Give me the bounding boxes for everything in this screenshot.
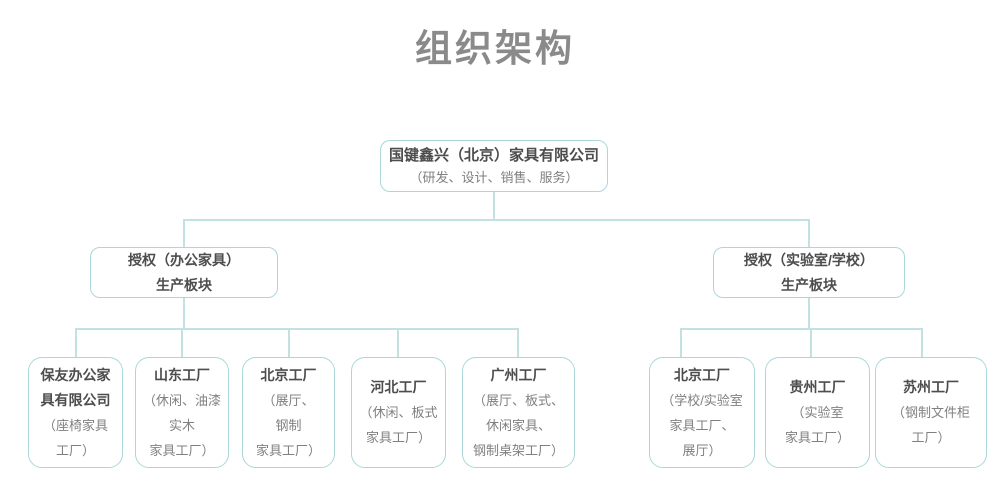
factory-name: 保友办公家 具有限公司 — [40, 366, 111, 408]
org-node-factory-beijing-lab: 北京工厂 （学校/实验室 家具工厂、 展厅） — [649, 357, 755, 468]
factory-name: 贵州工厂 — [789, 379, 846, 395]
connector-drop-factory-6 — [680, 328, 682, 359]
factory-detail: （座椅家具 工厂） — [42, 417, 108, 458]
factory-detail: （休闲、油漆 实木 家具工厂） — [142, 392, 221, 458]
factory-name: 广州工厂 — [490, 366, 547, 383]
connector-drop-factory-1 — [75, 328, 77, 359]
connector-left-group-down — [183, 298, 185, 330]
factory-detail: （展厅、板式、 休闲家具、 钢制桌架工厂） — [472, 392, 564, 458]
org-node-factory-suzhou: 苏州工厂 （钢制文件柜 工厂） — [875, 357, 987, 468]
connector-left-group-horizontal — [75, 328, 519, 330]
factory-name: 苏州工厂 — [903, 379, 959, 395]
org-node-division-office-furniture: 授权（办公家具） 生产板块 — [90, 247, 278, 298]
org-node-factory-baoyou: 保友办公家 具有限公司 （座椅家具 工厂） — [28, 357, 123, 468]
connector-right-group-horizontal — [680, 328, 923, 330]
factory-detail: （学校/实验室 家具工厂、 展厅） — [661, 392, 743, 458]
connector-drop-factory-7 — [810, 328, 812, 359]
factory-name: 北京工厂 — [674, 366, 730, 383]
connector-drop-factory-3 — [288, 328, 290, 359]
factory-detail: （钢制文件柜 工厂） — [891, 405, 970, 445]
connector-drop-factory-2 — [181, 328, 183, 359]
factory-name: 河北工厂 — [370, 379, 427, 395]
connector-right-group-down — [808, 298, 810, 330]
root-company-name: 国键鑫兴（北京）家具有限公司 — [388, 147, 599, 164]
org-node-root-company: 国键鑫兴（北京）家具有限公司 （研发、设计、销售、服务） — [380, 140, 608, 192]
division-label: 授权（办公家具） 生产板块 — [128, 251, 240, 293]
org-node-factory-hebei: 河北工厂 （休闲、板式 家具工厂） — [351, 357, 446, 468]
factory-detail: （实验室 家具工厂） — [784, 405, 850, 445]
factory-name: 山东工厂 — [154, 366, 210, 383]
connector-drop-factory-8 — [921, 328, 923, 359]
connector-division-left-down — [183, 219, 185, 249]
connector-root-down — [493, 192, 495, 221]
connector-level1-horizontal — [183, 219, 810, 221]
org-node-factory-guangzhou: 广州工厂 （展厅、板式、 休闲家具、 钢制桌架工厂） — [462, 357, 575, 468]
factory-detail: （展厅、 钢制 家具工厂） — [255, 392, 321, 458]
connector-drop-factory-4 — [397, 328, 399, 359]
division-label: 授权（实验室/学校） 生产板块 — [744, 251, 874, 293]
org-node-division-lab-school: 授权（实验室/学校） 生产板块 — [713, 247, 905, 298]
root-company-scope: （研发、设计、销售、服务） — [409, 170, 579, 185]
org-node-factory-guizhou: 贵州工厂 （实验室 家具工厂） — [765, 357, 870, 468]
factory-name: 北京工厂 — [260, 366, 317, 383]
connector-drop-factory-5 — [517, 328, 519, 359]
connector-division-right-down — [808, 219, 810, 249]
factory-detail: （休闲、板式 家具工厂） — [359, 405, 438, 445]
org-node-factory-shandong: 山东工厂 （休闲、油漆 实木 家具工厂） — [135, 357, 229, 468]
page-title: 组织架构 — [415, 28, 575, 69]
org-node-factory-beijing-office: 北京工厂 （展厅、 钢制 家具工厂） — [242, 357, 335, 468]
